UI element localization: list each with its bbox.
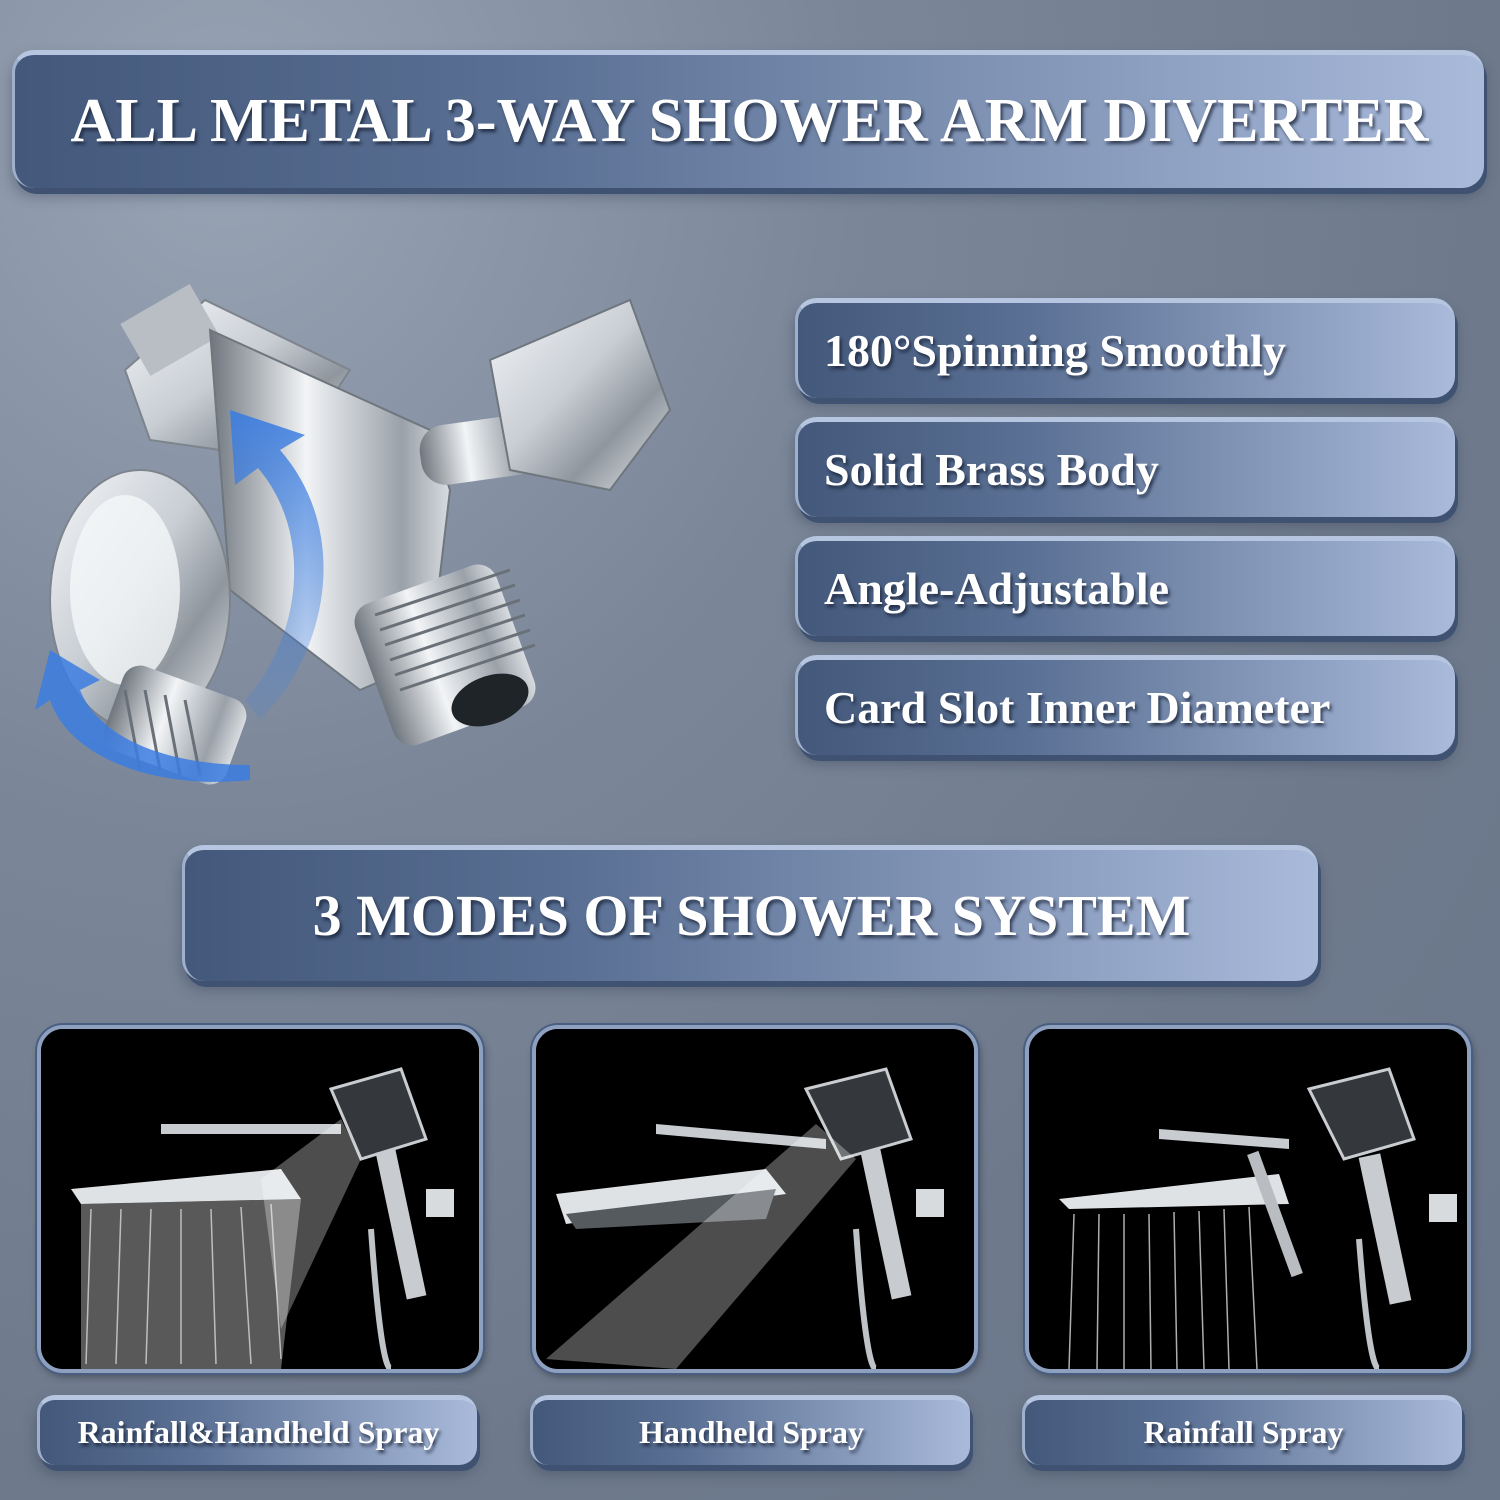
feature-angle-adjustable: Angle-Adjustable (795, 536, 1455, 636)
mode-label-handheld: Handheld Spray (530, 1395, 970, 1465)
modes-banner: 3 MODES OF SHOWER SYSTEM (182, 845, 1318, 981)
handheld-spray-image (532, 1025, 978, 1373)
feature-label: Solid Brass Body (824, 444, 1159, 495)
page-title: ALL METAL 3-WAY SHOWER ARM DIVERTER (70, 87, 1429, 155)
feature-label: Angle-Adjustable (824, 563, 1170, 614)
feature-label: 180°Spinning Smoothly (824, 325, 1286, 376)
modes-title: 3 MODES OF SHOWER SYSTEM (312, 883, 1191, 948)
rainfall-spray-image (1025, 1025, 1471, 1373)
rotate-arrow-top-icon (230, 410, 324, 720)
rainfall-and-handheld-image (37, 1025, 483, 1373)
feature-label: Card Slot Inner Diameter (824, 682, 1331, 733)
mode-label-rainfall: Rainfall Spray (1022, 1395, 1462, 1465)
mode-label-rainfall-handheld: Rainfall&Handheld Spray (37, 1395, 477, 1465)
title-banner: ALL METAL 3-WAY SHOWER ARM DIVERTER (12, 50, 1484, 188)
feature-card-slot: Card Slot Inner Diameter (795, 655, 1455, 755)
mode-label-text: Handheld Spray (639, 1414, 864, 1450)
feature-brass-body: Solid Brass Body (795, 417, 1455, 517)
bottom-thread-outlet (354, 564, 536, 746)
shower-diverter-image (30, 270, 770, 790)
feature-spinning: 180°Spinning Smoothly (795, 298, 1455, 398)
handheld-holder (419, 298, 672, 492)
rotate-arrow-bottom-icon (35, 650, 250, 782)
mode-label-text: Rainfall Spray (1143, 1414, 1344, 1450)
mode-label-text: Rainfall&Handheld Spray (77, 1414, 440, 1450)
